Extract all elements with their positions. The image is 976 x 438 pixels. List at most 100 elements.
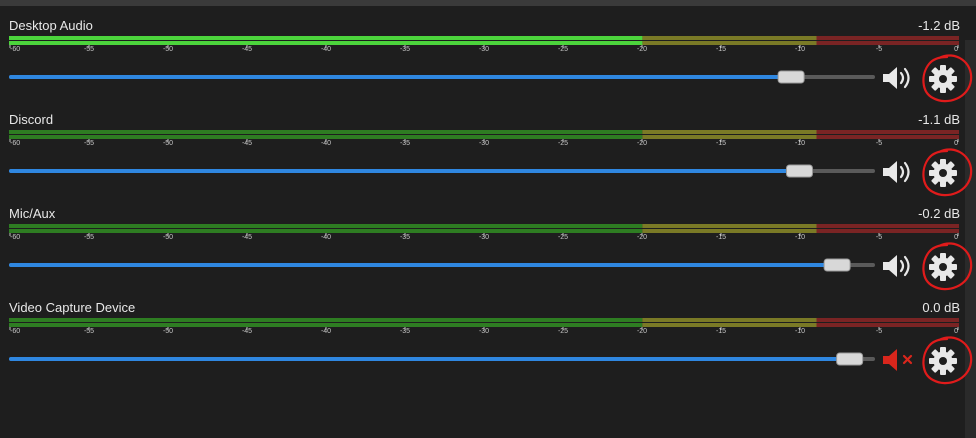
slider-handle[interactable] xyxy=(777,70,805,84)
meter-tick-label: -40 xyxy=(321,46,331,51)
slider-fill xyxy=(9,263,829,267)
meter-tick-label: -30 xyxy=(479,234,489,239)
meter-tick-label: -20 xyxy=(637,234,647,239)
channel-db-readout: -1.2 dB xyxy=(918,18,960,33)
meter-tick-label: -55 xyxy=(84,328,94,333)
meter-tick-label: -5 xyxy=(876,46,882,51)
gear-icon[interactable] xyxy=(927,63,959,95)
meter-tick-label: -50 xyxy=(163,46,173,51)
meter-tick-label: -25 xyxy=(558,234,568,239)
meter-yellow-zone xyxy=(642,229,817,233)
meter-tick-label: 0 xyxy=(954,328,958,333)
meter-tick-label: -60 xyxy=(10,140,20,145)
meter-tick-label: -10 xyxy=(795,140,805,145)
slider-fill xyxy=(9,75,783,79)
meter-tick-label: -30 xyxy=(479,140,489,145)
meter-yellow-zone xyxy=(642,318,817,322)
meter-red-zone xyxy=(816,130,959,134)
meter-level-fill xyxy=(9,36,643,40)
meter-red-zone xyxy=(816,229,959,233)
mixer-channel: Mic/Aux-0.2 dB-60-55-50-45-40-35-30-25-2… xyxy=(0,196,976,291)
meter-tick-label: -10 xyxy=(795,234,805,239)
channel-name: Mic/Aux xyxy=(9,206,56,221)
meter-tick-label: -10 xyxy=(795,328,805,333)
meter-yellow-zone xyxy=(642,224,817,228)
meter-tick-label: -45 xyxy=(242,234,252,239)
volume-slider[interactable] xyxy=(9,164,875,178)
channel-name: Desktop Audio xyxy=(9,18,93,33)
slider-handle[interactable] xyxy=(785,164,813,178)
meter-tick-label: -35 xyxy=(400,328,410,333)
meter-tick-label: -15 xyxy=(716,140,726,145)
meter-tick-label: -40 xyxy=(321,140,331,145)
volume-slider[interactable] xyxy=(9,258,875,272)
meter-green-zone xyxy=(9,323,643,327)
meter-tick-label: -25 xyxy=(558,140,568,145)
meter-tick-label: -50 xyxy=(163,234,173,239)
meter-green-zone xyxy=(9,229,643,233)
channel-db-readout: -1.1 dB xyxy=(918,112,960,127)
meter-tick-label: -5 xyxy=(876,234,882,239)
meter-tick-label: -15 xyxy=(716,46,726,51)
scrollbar[interactable] xyxy=(965,40,976,438)
meter-tick-label: -20 xyxy=(637,46,647,51)
meter-tick-label: 0 xyxy=(954,46,958,51)
volume-slider[interactable] xyxy=(9,352,875,366)
channel-db-readout: -0.2 dB xyxy=(918,206,960,221)
slider-handle[interactable] xyxy=(836,352,864,366)
meter-tick-label: -35 xyxy=(400,234,410,239)
meter-tick-label: -20 xyxy=(637,328,647,333)
gear-icon[interactable] xyxy=(927,157,959,189)
meter-tick-label: 0 xyxy=(954,140,958,145)
meter-tick-label: -30 xyxy=(479,46,489,51)
channel-db-readout: 0.0 dB xyxy=(922,300,960,315)
meter-tick-label: -15 xyxy=(716,234,726,239)
gear-icon[interactable] xyxy=(927,251,959,283)
meter-tick-label: 0 xyxy=(954,234,958,239)
meter-red-zone xyxy=(816,323,959,327)
meter-tick-label: -40 xyxy=(321,234,331,239)
speaker-muted-icon[interactable] xyxy=(880,346,918,374)
meter-tick-label: -15 xyxy=(716,328,726,333)
meter-red-zone xyxy=(816,224,959,228)
meter-yellow-zone xyxy=(642,130,817,134)
meter-tick-label: -35 xyxy=(400,140,410,145)
mixer-channel: Desktop Audio-1.2 dB-60-55-50-45-40-35-3… xyxy=(0,8,976,103)
meter-tick-label: -45 xyxy=(242,328,252,333)
meter-yellow-zone xyxy=(642,323,817,327)
gear-icon[interactable] xyxy=(927,345,959,377)
meter-tick-label: -50 xyxy=(163,328,173,333)
mixer-channel: Discord-1.1 dB-60-55-50-45-40-35-30-25-2… xyxy=(0,102,976,197)
meter-red-zone xyxy=(816,41,959,45)
meter-tick-label: -10 xyxy=(795,46,805,51)
meter-tick-label: -20 xyxy=(637,140,647,145)
meter-tick-label: -55 xyxy=(84,46,94,51)
volume-slider[interactable] xyxy=(9,70,875,84)
meter-tick-label: -30 xyxy=(479,328,489,333)
meter-tick-label: -55 xyxy=(84,234,94,239)
meter-red-zone xyxy=(816,135,959,139)
meter-tick-label: -45 xyxy=(242,140,252,145)
meter-green-zone xyxy=(9,318,643,322)
meter-green-zone xyxy=(9,135,643,139)
meter-tick-label: -40 xyxy=(321,328,331,333)
meter-level-fill xyxy=(9,41,643,45)
meter-tick-label: -45 xyxy=(242,46,252,51)
channel-name: Video Capture Device xyxy=(9,300,136,315)
speaker-icon[interactable] xyxy=(880,252,918,280)
speaker-icon[interactable] xyxy=(880,158,918,186)
meter-yellow-zone xyxy=(642,36,817,40)
meter-red-zone xyxy=(816,36,959,40)
speaker-icon[interactable] xyxy=(880,64,918,92)
meter-tick-label: -5 xyxy=(876,140,882,145)
slider-fill xyxy=(9,357,841,361)
meter-tick-label: -5 xyxy=(876,328,882,333)
slider-handle[interactable] xyxy=(823,258,851,272)
meter-tick-label: -60 xyxy=(10,328,20,333)
meter-yellow-zone xyxy=(642,135,817,139)
meter-red-zone xyxy=(816,318,959,322)
meter-yellow-zone xyxy=(642,41,817,45)
